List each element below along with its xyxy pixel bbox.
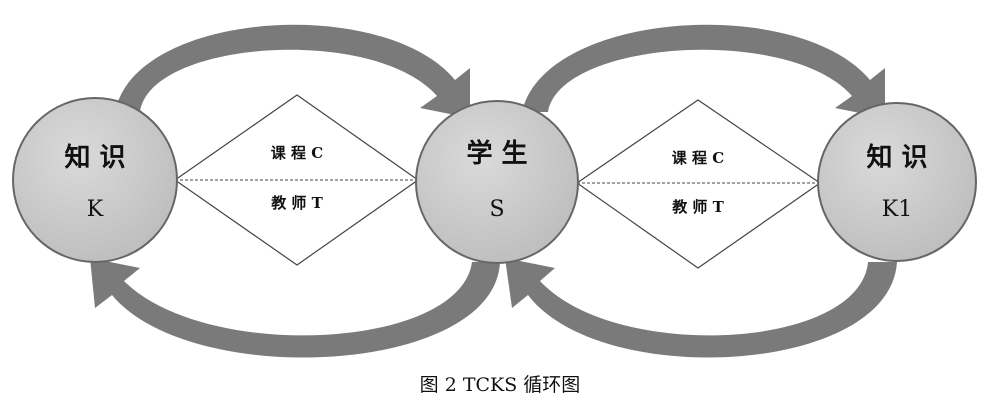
figure-caption: 图 2 TCKS 循环图: [419, 374, 581, 396]
node-k1-title: 知 识: [866, 143, 927, 173]
diamond-left-top-label: 课 程 C: [271, 144, 323, 162]
node-k1-symbol: K1: [882, 197, 912, 222]
arrow-k-to-s: [115, 24, 470, 118]
diamond-left: 课 程 C 教 师 T: [173, 94, 420, 266]
node-knowledge-k: 知 识 K: [12, 97, 178, 263]
diamond-right-bottom-label: 教 师 T: [671, 198, 724, 216]
node-k-symbol: K: [87, 197, 104, 222]
diamond-left-bottom-label: 教 师 T: [270, 194, 323, 212]
node-k-title: 知 识: [64, 143, 125, 173]
diamond-right: 课 程 C 教 师 T: [575, 99, 822, 269]
arrow-s-to-k1: [522, 24, 885, 118]
arrow-s-to-k: [90, 258, 500, 358]
node-s-symbol: S: [489, 197, 504, 222]
diamond-right-top-label: 课 程 C: [672, 149, 724, 167]
node-knowledge-k1: 知 识 K1: [817, 102, 977, 262]
node-student-s: 学 生 S: [415, 100, 579, 264]
node-s-title: 学 生: [466, 138, 527, 169]
arrow-k1-to-s: [505, 258, 897, 358]
